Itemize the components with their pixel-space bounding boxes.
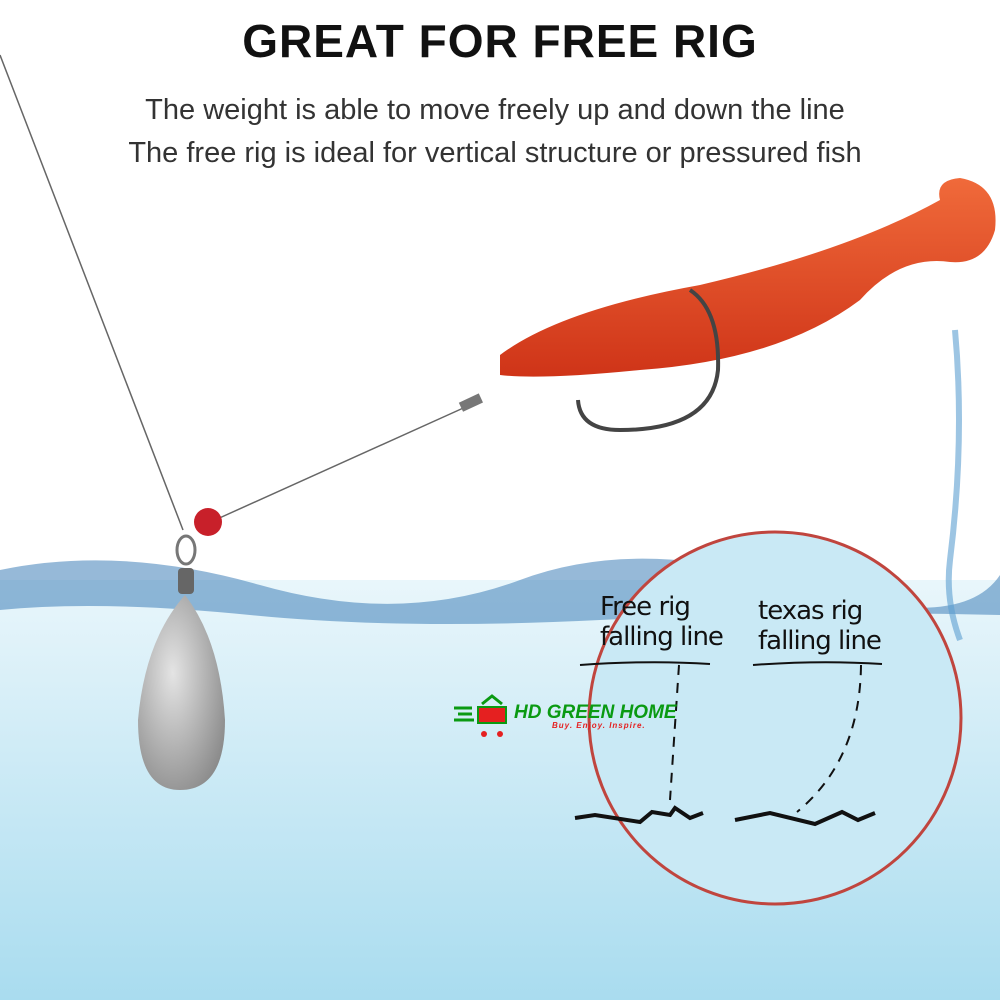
fishing-line xyxy=(0,54,471,531)
comparison-circle xyxy=(574,530,963,906)
bead xyxy=(194,508,222,536)
texas-rig-falling-path xyxy=(796,664,862,813)
free-rig-label-line-1: Free rig xyxy=(600,592,691,622)
hook-eye xyxy=(458,393,483,412)
free-rig-bottom-line xyxy=(574,805,704,825)
free-rig-label-line-2: falling line xyxy=(600,622,724,652)
brand-tagline: Buy. Enjoy. Inspire. xyxy=(552,721,646,730)
texas-rig-bottom-line xyxy=(734,809,876,827)
shopping-cart-house-icon xyxy=(454,694,507,737)
subtitle-line-1: The weight is able to move freely up and… xyxy=(145,94,845,126)
soft-plastic-lure xyxy=(500,178,996,377)
page-title: GREAT FOR FREE RIG xyxy=(242,15,758,67)
free-rig-surface-line xyxy=(579,661,711,666)
swivel-ring xyxy=(175,534,197,566)
sinker-weight xyxy=(138,595,225,790)
brand-name: HD GREEN HOME xyxy=(514,702,677,723)
texas-rig-label: texas rig falling line xyxy=(758,596,882,656)
texas-rig-label-line-2: falling line xyxy=(758,626,882,656)
subtitle-line-2: The free rig is ideal for vertical struc… xyxy=(128,137,862,169)
brand-logo: HD GREEN HOME Buy. Enjoy. Inspire. xyxy=(452,694,677,747)
hook xyxy=(576,288,721,433)
free-rig-label: Free rig falling line xyxy=(600,592,724,652)
texas-rig-surface-line xyxy=(752,661,883,666)
swivel xyxy=(178,568,194,594)
texas-rig-label-line-1: texas rig xyxy=(758,596,863,626)
free-rig-falling-path xyxy=(669,664,680,801)
